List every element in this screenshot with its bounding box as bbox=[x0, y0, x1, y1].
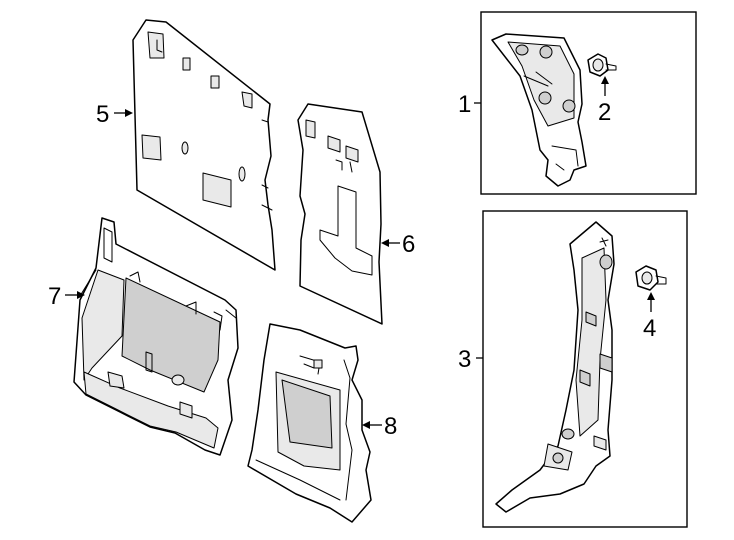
callout-5: 5 bbox=[96, 101, 109, 128]
callout-6: 6 bbox=[402, 231, 415, 258]
part-4-clip bbox=[635, 265, 667, 291]
arrowhead-7 bbox=[77, 291, 85, 299]
callout-3: 3 bbox=[458, 346, 471, 373]
part-5-back-panel bbox=[132, 19, 276, 271]
arrowhead-2 bbox=[601, 76, 609, 84]
callout-2: 2 bbox=[598, 99, 611, 126]
leaders bbox=[65, 76, 655, 429]
callout-1: 1 bbox=[458, 91, 471, 118]
part-6-inner-panel bbox=[297, 103, 383, 325]
part-3-pillar-trim bbox=[495, 221, 615, 513]
part-2-clip bbox=[587, 53, 617, 77]
part-1-upper-trim bbox=[491, 33, 587, 187]
callout-8: 8 bbox=[384, 413, 397, 440]
arrowhead-5 bbox=[125, 109, 133, 117]
detail-box-lower bbox=[482, 210, 688, 528]
part-7-lower-tub bbox=[73, 217, 239, 456]
callout-7: 7 bbox=[48, 283, 61, 310]
arrowhead-4 bbox=[647, 292, 655, 300]
callout-4: 4 bbox=[643, 315, 656, 342]
arrowhead-6 bbox=[381, 239, 389, 247]
part-8-lower-panel bbox=[247, 323, 372, 523]
arrowhead-8 bbox=[362, 421, 370, 429]
